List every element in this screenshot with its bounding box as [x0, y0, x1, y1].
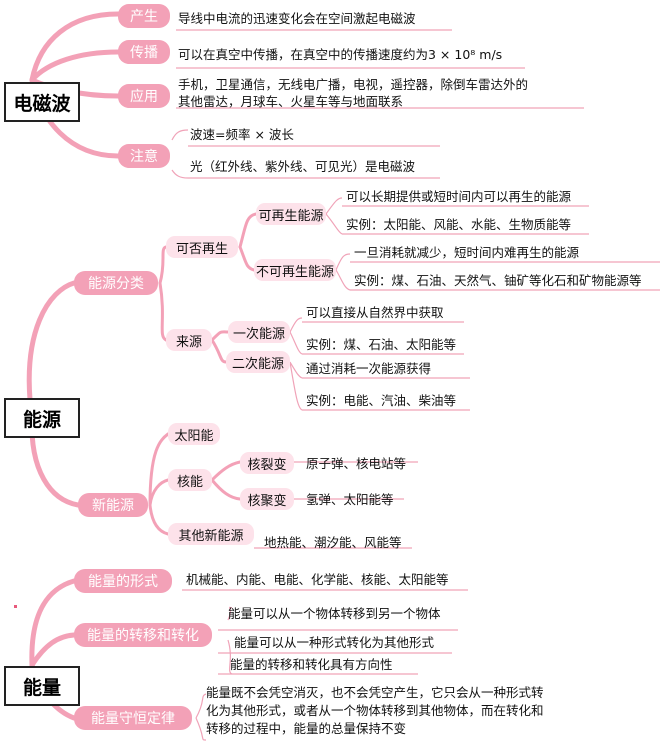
node-note: 注意 — [118, 144, 170, 168]
stray-dot — [14, 605, 17, 608]
node-conservation-law: 能量守恒定律 — [74, 706, 192, 730]
renewable-def: 可以长期提供或短时间内可以再生的能源 — [346, 189, 572, 204]
node-fusion: 核聚变 — [240, 488, 294, 510]
node-solar: 太阳能 — [168, 423, 220, 445]
nonrenewable-example: 实例：煤、石油、天然气、铀矿等化石和矿物能源等 — [354, 273, 642, 288]
node-renewable-question: 可否再生 — [166, 236, 238, 258]
transfer-line2: 能量可以从一种形式转化为其他形式 — [234, 635, 435, 650]
note-line2: 光（红外线、紫外线、可见光）是电磁波 — [190, 159, 416, 174]
conserve-line2: 化为其他形式，或者从一个物体转移到其他物体，而在转化和 — [206, 703, 544, 718]
node-fission: 核裂变 — [240, 452, 294, 474]
produce-text: 导线中电流的迅速变化会在空间激起电磁波 — [178, 11, 416, 26]
root-energy: 能量 — [4, 666, 80, 706]
apply-line1: 手机，卫星通信，无线电广播，电视，遥控器，除倒车雷达外的 — [178, 77, 529, 92]
node-classify: 能源分类 — [74, 271, 158, 295]
node-transfer: 能量的转移和转化 — [74, 623, 212, 647]
node-spread: 传播 — [118, 40, 170, 64]
apply-line2: 其他雷达，月球车、火星车等与地面联系 — [178, 94, 404, 109]
fusion-example: 氢弹、太阳能等 — [306, 492, 394, 507]
renewable-example: 实例：太阳能、风能、水能、生物质能等 — [346, 217, 572, 232]
forms-text: 机械能、内能、电能、化学能、核能、太阳能等 — [186, 572, 449, 587]
node-energy-forms: 能量的形式 — [74, 569, 172, 593]
node-other-new-energy: 其他新能源 — [168, 523, 254, 545]
node-renewable: 可再生能源 — [256, 203, 326, 225]
primary-example: 实例：煤、石油、太阳能等 — [306, 337, 457, 352]
node-produce: 产生 — [118, 4, 170, 28]
other-example: 地热能、潮汐能、风能等 — [264, 535, 402, 550]
spread-text: 可以在真空中传播，在真空中的传播速度约为3 × 10⁸ m/s — [178, 47, 503, 62]
transfer-line3: 能量的转移和转化具有方向性 — [230, 657, 393, 672]
node-apply: 应用 — [118, 84, 170, 108]
transfer-line1: 能量可以从一个物体转移到另一个物体 — [228, 606, 441, 621]
note-line1: 波速=频率 × 波长 — [190, 127, 294, 142]
primary-def: 可以直接从自然界中获取 — [306, 305, 444, 320]
fission-example: 原子弹、核电站等 — [306, 456, 407, 471]
node-new-energy: 新能源 — [78, 493, 148, 517]
node-source: 来源 — [166, 329, 212, 351]
conserve-line3: 转移的过程中，能量的总量保持不变 — [206, 721, 407, 736]
node-secondary: 二次能源 — [226, 351, 290, 373]
secondary-example: 实例：电能、汽油、柴油等 — [306, 393, 457, 408]
secondary-def: 通过消耗一次能源获得 — [306, 361, 432, 376]
node-nonrenewable: 不可再生能源 — [254, 259, 336, 281]
nonrenewable-def: 一旦消耗就减少，短时间内难再生的能源 — [354, 245, 580, 260]
node-primary: 一次能源 — [228, 321, 290, 343]
root-energy-source: 能源 — [4, 398, 80, 438]
conserve-line1: 能量既不会凭空消灭，也不会凭空产生，它只会从一种形式转 — [206, 685, 544, 700]
node-nuclear: 核能 — [168, 469, 212, 491]
root-em-wave: 电磁波 — [4, 82, 80, 122]
